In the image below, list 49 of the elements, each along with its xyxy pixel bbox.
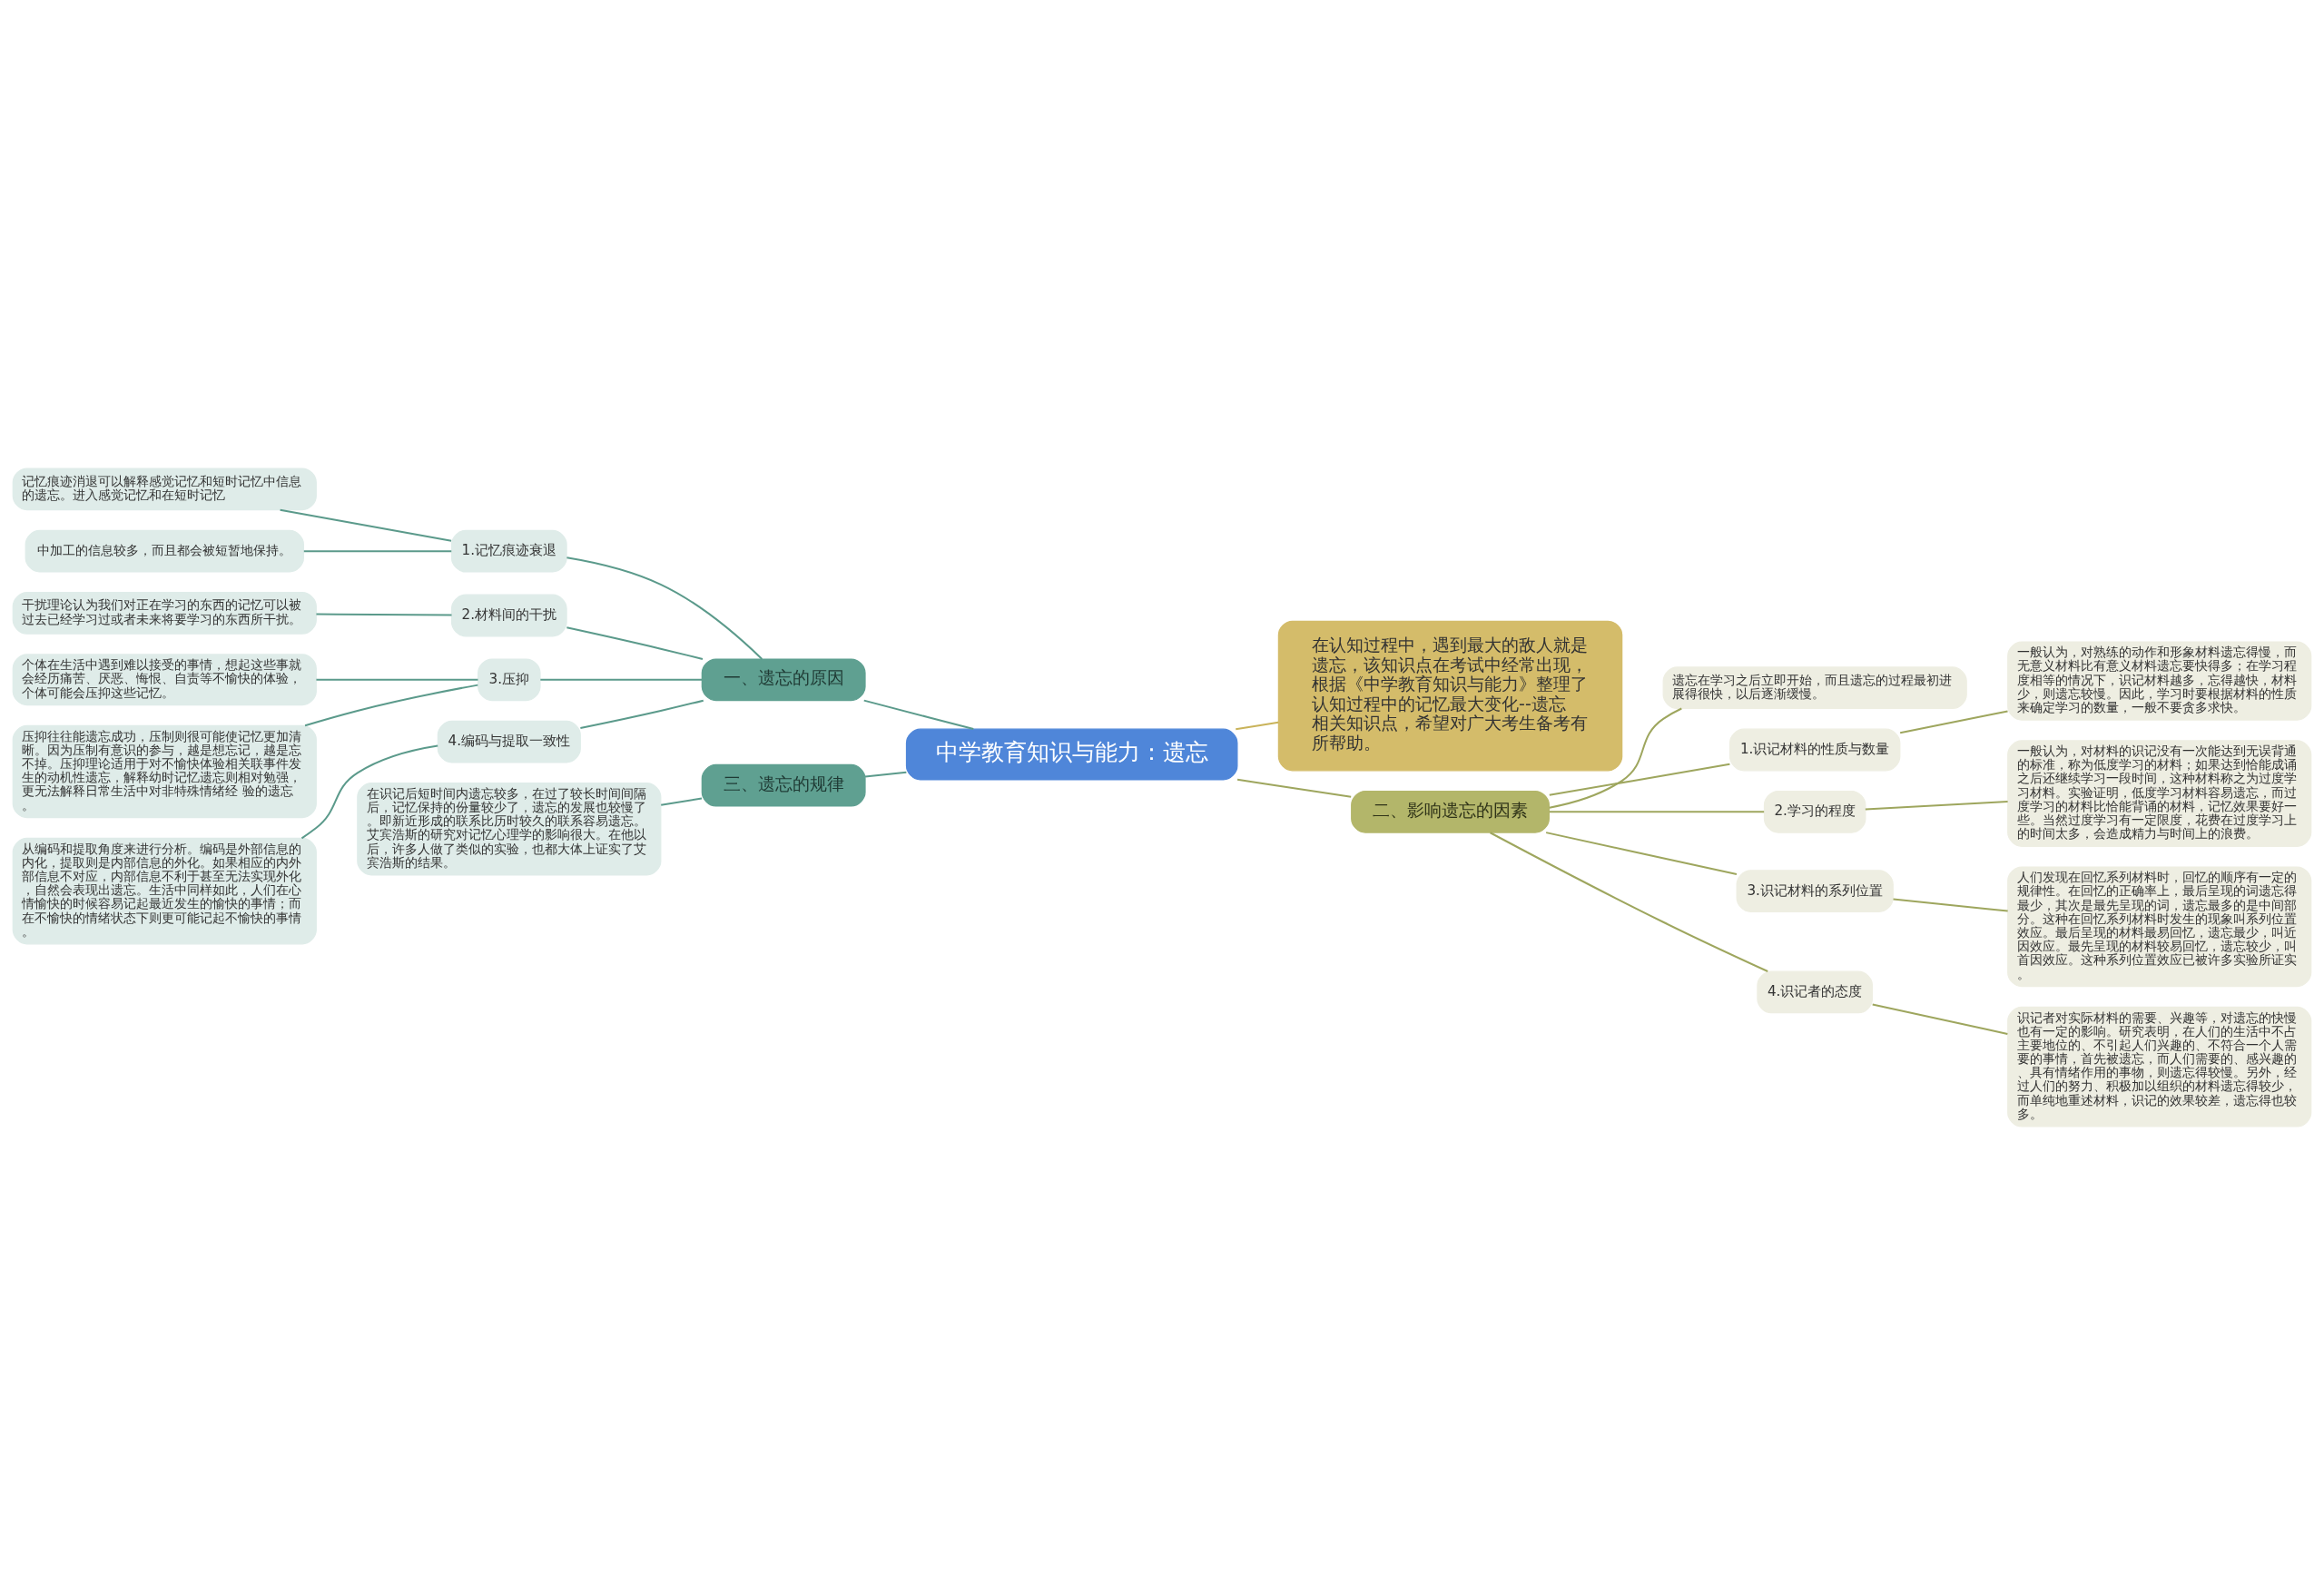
connector [1236,721,1279,731]
connector [661,797,703,806]
connector [1899,710,2008,734]
node-box: 中加工的信息较多，而且都会被短暂地保持。 [25,529,304,573]
connector [1549,763,1730,796]
connector [1549,707,1682,809]
connector [1545,832,1738,875]
node-box: 一、遗忘的原因 [701,658,866,702]
connector [580,699,704,729]
node-box: 一般认为，对材料的识记没有一次能达到无误背通的标准，称为低度学习的材料；如果达到恰能成诵之后还继续学习一段时间，这种材料称之为过度学习材料。实验证明，低度学习材料容易遗忘，而过度学习的材料比恰能背诵的材料，记忆效果要好一些。当然过度学习有一定限度，花费在过度学习上的时间太多，会造成精力与时间上的浪费。 [2007,740,2312,847]
connector [1490,832,1768,972]
connector [566,626,704,660]
node-box: 4.编码与提取一致性 [437,720,581,763]
connector [863,699,974,731]
node-box: 4.识记者的态度 [1757,970,1874,1014]
node-box: 在识记后短时间内遗忘较多，在过了较长时间间隔后，记忆保持的份量较少了，遗忘的发展也较慢了。即新近形成的联系比历时较久的联系容易遗忘。艾宾浩斯的研究对记忆心理学的影响很大。在他以后，许多人做了类似的实验，也都大体上证实了艾宾浩斯的结果。 [357,783,662,876]
node-box: 遗忘在学习之后立即开始，而且遗忘的过程最初进展得很快，以后逐渐缓慢。 [1662,666,1967,710]
connector [566,556,763,660]
connector [1893,898,2008,912]
node-box: 3.压抑 [478,658,541,702]
connector [540,678,703,681]
connector [316,613,452,616]
connector [1865,800,2008,811]
node-box: 识记者对实际材料的需要、兴趣等，对遗忘的快慢也有一定的影响。研究表明，在人们的生活中不占主要地位的、不引起人们兴趣的、不符合一个人需要的事情，首先被遗忘，而人们需要的、感兴趣的、具有情绪作用的事物，则遗忘得较慢。另外，经过人们的努力、积极加以组织的材料遗忘得较少，而单纯地重述材料，识记的效果较差，遗忘得也较多。 [2007,1006,2312,1127]
connector [1549,811,1765,813]
connector [280,508,452,542]
node-box: 干扰理论认为我们对正在学习的东西的记忆可以被过去已经学习过或者未来将要学习的东西所干扰。 [12,592,317,635]
node-box: 2.学习的程度 [1763,790,1866,833]
node-box: 压抑往往能遗忘成功，压制则很可能使记忆更加清晰。因为压制有意识的参与，越是想忘记，越是忘不掉。压抑理论适用于对不愉快体验相关联事件发生的动机性遗忘，解释幼时记忆遗忘则相对勉强，更无法解释日常生活中对非特殊情绪经 验的遗忘。 [12,724,317,819]
node-box: 从编码和提取角度来进行分析。编码是外部信息的内化，提取则是内部信息的外化。如果相应的内外部信息不对应，内部信息不利于甚至无法实现外化，自然会表现出遗忘。生活中同样如此，人们在心情愉快的时候容易记起最近发生的愉快的事情；而在不愉快的情绪状态下则更可能记起不愉快的事情。 [12,837,317,945]
node-box: 二、影响遗忘的因素 [1351,790,1550,833]
node-box: 个体在生活中遇到难以接受的事情，想起这些事就会经历痛苦、厌恶、悔恨、自责等不愉快的体验，个体可能会压抑这些记忆。 [12,654,317,706]
node-box: 一般认为，对熟练的动作和形象材料遗忘得慢，而无意义材料比有意义材料遗忘要快得多；在学习程度相等的情况下，识记材料越多，忘得越快，材料少，则遗忘较慢。因此，学习时要根据材料的性质来确定学习的数量，一般不要贪多求快。 [2007,641,2312,721]
connector [303,550,452,553]
node-box: 2.材料间的干扰 [450,594,567,637]
connector [316,678,478,681]
node-box: 人们发现在回忆系列材料时，回忆的顺序有一定的规律性。在回忆的正确率上，最后呈现的词遗忘得最少，其次是最先呈现的词，遗忘最多的是中间部分。这种在回忆系列材料时发生的现象叫系列位置效应。最后呈现的材料最易回忆，遗忘最少，叫近因效应。最先呈现的材料较易回忆，遗忘较少，叫首因效应。这种系列位置效应已被许多实验所证实。 [2007,866,2312,988]
connector [300,744,438,840]
node-box: 记忆痕迹消退可以解释感觉记忆和短时记忆中信息的遗忘。进入感觉记忆和在短时记忆 [12,468,317,511]
node-box: 三、遗忘的规律 [701,763,866,807]
node-box: 中学教育知识与能力：遗忘 [905,728,1238,781]
connector [1236,778,1352,798]
node-box: 在认知过程中，遇到最大的敌人就是遗忘，该知识点在考试中经常出现，根据《中学教育知识与能力》整理了认知过程中的记忆最大变化--遗忘相关知识点，希望对广大考生备考有所帮助。 [1277,620,1623,772]
node-box: 1.记忆痕迹衰退 [450,529,567,573]
connector [1872,1003,2008,1035]
connector [304,684,478,727]
node-box: 1.识记材料的性质与数量 [1728,728,1901,772]
connector [864,771,907,778]
node-box: 3.识记材料的系列位置 [1736,870,1894,912]
